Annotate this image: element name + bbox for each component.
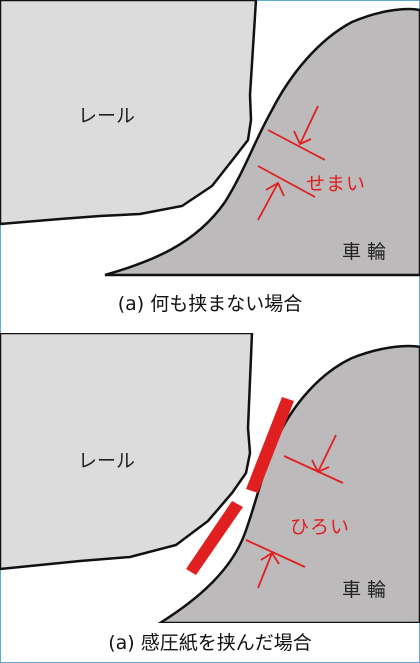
caption-panel-a: (a) 何も挟まない場合 (117, 293, 303, 315)
gap-indicator-wide (245, 434, 344, 589)
rail-label: レール (78, 450, 136, 472)
panel-a-diagram (0, 0, 420, 277)
panel-b-diagram (0, 333, 420, 623)
pressure-paper-lower (186, 501, 243, 575)
pressure-paper-upper (246, 397, 294, 493)
wheel-shape (104, 7, 420, 277)
rail-shape (0, 333, 254, 571)
rail-shape (0, 0, 258, 226)
gap-indicator-narrow (257, 105, 326, 221)
gap-label-narrow: せまい (306, 173, 367, 195)
rail-label: レール (78, 105, 136, 127)
wheel-label: 車輪 (342, 579, 393, 601)
panel-a: レール せまい 車輪 (0, 0, 420, 318)
caption-panel-b: (a) 感圧紙を挟んだ場合 (108, 632, 312, 654)
wheel-label: 車輪 (342, 241, 393, 263)
panel-b: レール ひろい 車輪 (0, 333, 420, 623)
gap-label-wide: ひろい (290, 516, 351, 538)
